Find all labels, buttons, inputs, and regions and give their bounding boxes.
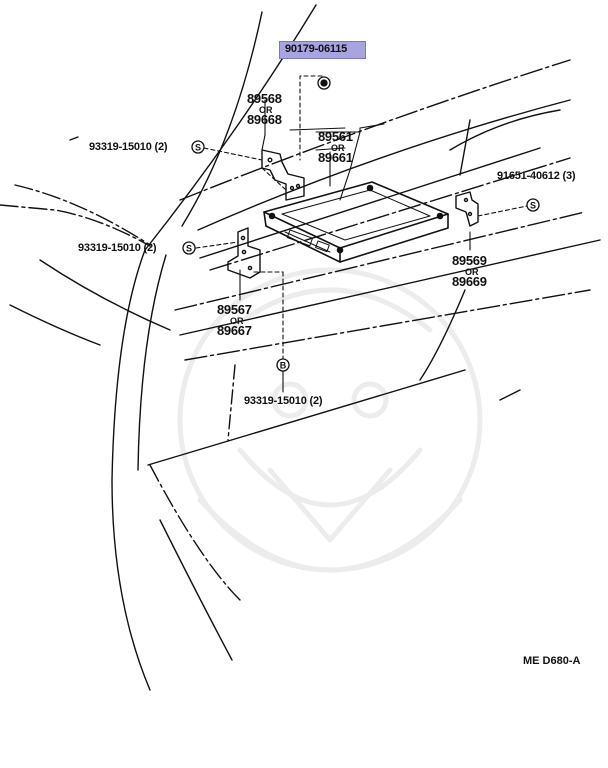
part-label-89669[interactable]: 89669	[452, 274, 487, 289]
part-label-93319-15010-top-left[interactable]: 93319-15010 (2)	[89, 141, 168, 153]
or-label: OR	[465, 267, 479, 277]
screw-symbol-right: S	[530, 201, 536, 211]
diagram-reference-code: ME D680-A	[523, 655, 581, 667]
bolt-symbol: B	[280, 361, 287, 371]
part-label-93319-15010-left[interactable]: 93319-15010 (2)	[78, 242, 157, 254]
part-label-89568[interactable]: 89568	[247, 91, 282, 106]
leader-lines	[195, 75, 528, 393]
or-label: OR	[230, 316, 244, 326]
screw-symbol-left: S	[186, 244, 192, 254]
body-panel-outline	[0, 4, 601, 691]
part-label-89569[interactable]: 89569	[452, 253, 487, 268]
part-label-89567[interactable]: 89567	[217, 302, 252, 317]
highlight-box	[279, 41, 366, 59]
bracket-left	[227, 227, 261, 279]
computer-box	[263, 181, 449, 263]
or-label: OR	[259, 105, 273, 115]
part-label-89661[interactable]: 89661	[318, 150, 353, 165]
part-label-89667[interactable]: 89667	[217, 323, 252, 338]
part-label-91651-40612[interactable]: 93319-15010 (2)	[244, 395, 323, 407]
fastener-symbols	[182, 76, 540, 372]
watermark-emblem	[177, 267, 483, 573]
part-label-89561[interactable]: 89561	[318, 129, 353, 144]
or-label: OR	[331, 143, 345, 153]
part-label-93319-15010-right[interactable]: 91651-40612 (3)	[497, 170, 576, 182]
bracket-top	[261, 149, 305, 201]
part-label-90179-06115[interactable]: 90179-06115	[285, 43, 348, 55]
part-label-89668[interactable]: 89668	[247, 112, 282, 127]
screw-symbol-top-left: S	[195, 143, 201, 153]
bracket-right	[455, 191, 479, 227]
